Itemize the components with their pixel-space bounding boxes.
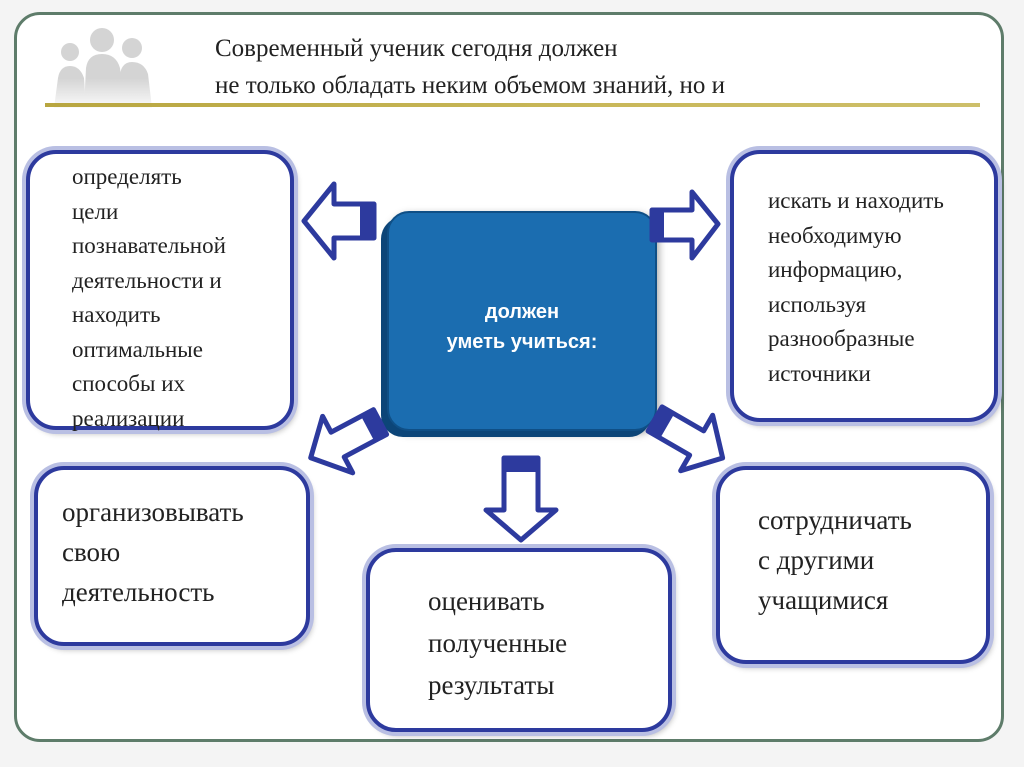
box-organize-activity-text: организовывать свою деятельность [62, 497, 244, 607]
box-collaborate-text: сотрудничать с другими учащимися [758, 505, 912, 615]
box-find-information: искать и находить необходимую информацию… [730, 150, 998, 422]
box-set-goals: определять цели познавательной деятельно… [26, 150, 294, 431]
people-silhouette-icon [40, 28, 180, 108]
box-collaborate: сотрудничать с другими учащимися [716, 466, 990, 664]
box-set-goals-text: определять цели познавательной деятельно… [72, 164, 226, 431]
title-line-2: не только обладать неким объемом знаний,… [215, 72, 726, 99]
box-evaluate-results-text: оценивать полученные результаты [428, 586, 568, 700]
center-box-learn-to-learn: должен уметь учиться: [387, 211, 657, 431]
title-line-1: Современный ученик сегодня должен [215, 35, 618, 62]
box-organize-activity: организовывать свою деятельность [34, 466, 310, 646]
arrow-right-up-icon [649, 189, 721, 261]
box-find-information-text: искать и находить необходимую информацию… [768, 188, 944, 386]
arrow-left-down-icon [308, 407, 390, 476]
box-evaluate-results: оценивать полученные результаты [366, 548, 672, 732]
arrow-left-up-icon [301, 181, 377, 261]
center-box-text: должен уметь учиться: [446, 301, 598, 353]
arrow-right-down-icon [645, 404, 726, 474]
arrow-down-icon [483, 455, 559, 543]
title-rule [45, 103, 980, 107]
slide-title: Современный ученик сегодня должен не тол… [215, 30, 995, 104]
